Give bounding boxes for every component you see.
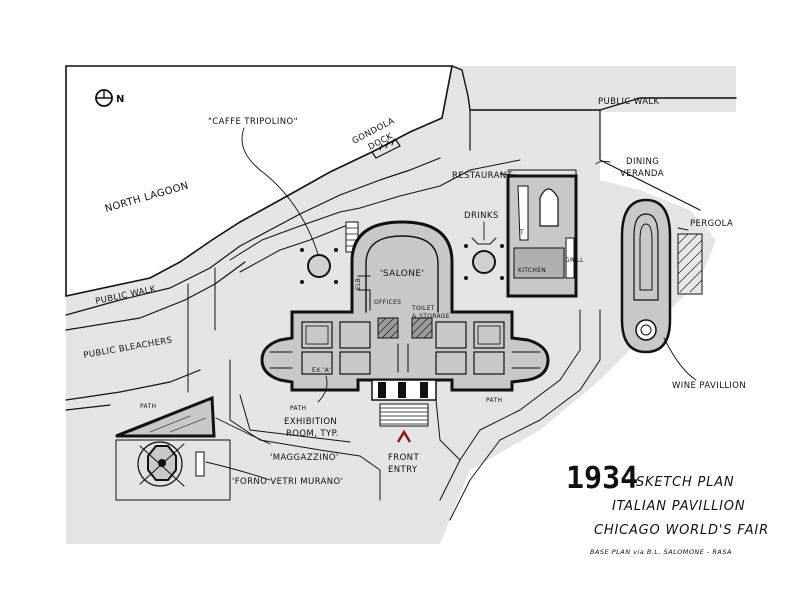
label-storage: & STORAGE — [412, 313, 450, 320]
label-elb: ELB — [355, 278, 362, 290]
north-label: N — [116, 94, 124, 105]
label-wine-pavilion: WINE PAVILLION — [672, 381, 746, 391]
caffe-tripolino-pavilion — [300, 248, 338, 284]
title-line2: ITALIAN PAVILLION — [612, 499, 745, 514]
label-maggazzino: 'MAGGAZZINO' — [270, 453, 339, 463]
front-entry-arrow — [396, 429, 412, 443]
title-block: 1934 SKETCH PLAN ITALIAN PAVILLION CHICA… — [566, 461, 769, 556]
drinks-pavilion — [464, 237, 504, 280]
label-offices: OFFICES — [374, 299, 401, 306]
title-year: 1934 — [566, 461, 638, 496]
label-dining: DINING — [626, 157, 659, 167]
title-credit: BASE PLAN via B.L. SALOMONE - RASA — [590, 548, 732, 556]
title-line3: CHICAGO WORLD'S FAIR — [594, 523, 769, 538]
label-forno: 'FORNO VETRI MURANO' — [232, 477, 343, 487]
north-lagoon — [65, 65, 453, 297]
forno-building — [115, 395, 231, 501]
label-path-left: PATH — [140, 403, 156, 410]
label-exhibition: EXHIBITION — [284, 417, 337, 427]
salone-building — [260, 220, 550, 427]
north-arrow: N — [95, 89, 124, 107]
label-pergola: PERGOLA — [690, 219, 733, 229]
label-drinks: DRINKS — [464, 211, 499, 221]
label-salone: 'SALONE' — [380, 269, 424, 279]
pergola-wine-pavilion — [620, 198, 703, 354]
label-entry: ENTRY — [388, 465, 418, 475]
label-toilet: TOILET — [411, 305, 435, 312]
label-room-typ: ROOM, TYP. — [286, 429, 339, 439]
east-open-area — [440, 112, 736, 544]
label-kitchen-t: T — [519, 229, 524, 236]
label-ex-a: EX.'A' — [312, 367, 331, 374]
label-restaurant: RESTAURANT — [452, 171, 513, 181]
label-caffe-tripolino: "CAFFE TRIPOLINO" — [208, 117, 298, 127]
label-front: FRONT — [388, 453, 419, 463]
label-kitchen: KITCHEN — [518, 267, 546, 274]
label-grill: GRILL — [565, 257, 584, 264]
label-path-right: PATH — [486, 397, 502, 404]
label-veranda: VERANDA — [620, 169, 664, 179]
title-line1: SKETCH PLAN — [636, 475, 734, 490]
label-public-walk-top: PUBLIC WALK — [598, 97, 660, 107]
restaurant-building — [506, 169, 578, 298]
label-path-mid: PATH — [290, 405, 306, 412]
